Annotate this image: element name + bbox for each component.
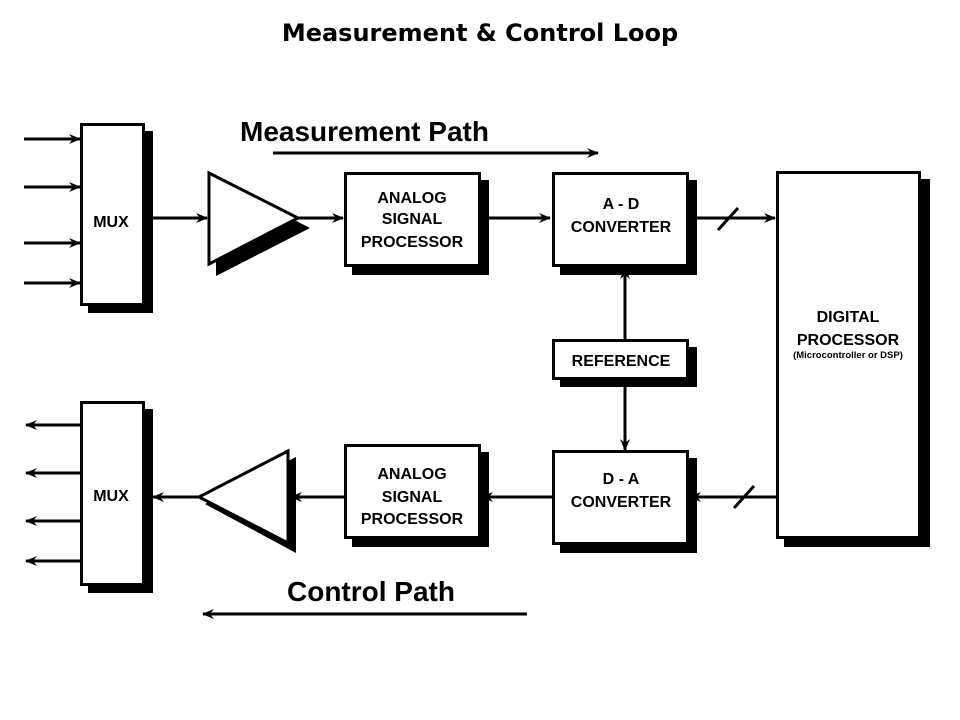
amplifier-triangle-left-icon xyxy=(195,448,290,546)
reference-label: REFERENCE xyxy=(572,353,671,370)
mux-input-box xyxy=(80,123,145,306)
mux-output-arrows xyxy=(25,420,81,566)
asp-input-box xyxy=(344,172,481,267)
analog-signal-processor-output: ANALOG SIGNAL PROCESSOR xyxy=(344,444,489,547)
digital-processor-line-2: PROCESSOR xyxy=(797,332,900,349)
adc-line-1: A - D xyxy=(603,196,640,213)
measurement-path-label: Measurement Path xyxy=(240,116,489,147)
asp-output-line-2: SIGNAL xyxy=(382,489,443,506)
amplifier-triangle-right-icon xyxy=(207,170,302,267)
reference-block: REFERENCE xyxy=(552,339,697,387)
digital-processor-block: DIGITAL PROCESSOR (Microcontroller or DS… xyxy=(776,171,930,547)
digital-processor-box xyxy=(776,171,921,539)
dac-block: D - A CONVERTER xyxy=(552,450,697,553)
reference-box xyxy=(552,339,689,380)
asp-output-line-1: ANALOG xyxy=(377,466,446,483)
amplifier-output xyxy=(195,448,296,553)
mux-input-label: MUX xyxy=(93,214,129,231)
digital-processor-subtitle: (Microcontroller or DSP) xyxy=(793,350,903,361)
dac-line-1: D - A xyxy=(603,471,640,488)
adc-box xyxy=(552,172,689,267)
mux-output-block: MUX xyxy=(80,401,153,593)
asp-input-line-3: PROCESSOR xyxy=(361,234,464,251)
mux-output-box xyxy=(80,401,145,586)
diagram-title: Measurement & Control Loop xyxy=(282,19,678,47)
adc-block: A - D CONVERTER xyxy=(552,172,697,275)
bus-slash-icon xyxy=(716,206,740,232)
mux-input-block: MUX xyxy=(80,123,153,313)
mux-output-label: MUX xyxy=(93,488,129,505)
control-path-label: Control Path xyxy=(287,576,455,607)
asp-output-line-3: PROCESSOR xyxy=(361,511,464,528)
asp-input-line-1: ANALOG xyxy=(377,190,446,207)
dac-box xyxy=(552,450,689,545)
amplifier-input xyxy=(207,170,310,276)
bus-slash-icon xyxy=(732,484,756,510)
asp-output-box xyxy=(344,444,481,539)
dac-line-2: CONVERTER xyxy=(571,494,672,511)
digital-processor-line-1: DIGITAL xyxy=(817,309,880,326)
mux-input-arrows xyxy=(24,134,81,288)
asp-input-line-2: SIGNAL xyxy=(382,211,443,228)
analog-signal-processor-input: ANALOG SIGNAL PROCESSOR xyxy=(344,172,489,275)
adc-line-2: CONVERTER xyxy=(571,219,672,236)
